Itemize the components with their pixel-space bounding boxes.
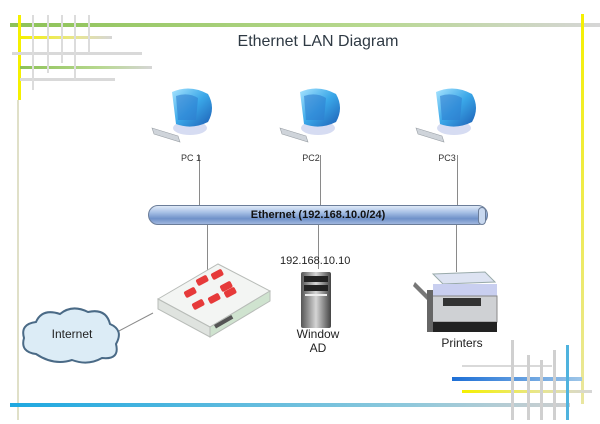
cloud-icon	[22, 307, 120, 364]
desktop-computer-icon	[279, 88, 340, 143]
server-ip-label: 192.168.10.10	[280, 255, 351, 267]
wire-firewall	[207, 224, 208, 270]
wire-printer	[456, 224, 457, 272]
pc3-label: PC3	[438, 153, 456, 163]
wire-pc2	[320, 155, 321, 206]
diagram-title: Ethernet LAN Diagram	[237, 33, 399, 50]
wire-pc1	[199, 155, 200, 206]
internet-label: Internet	[51, 327, 93, 341]
ethernet-bus[interactable]	[148, 205, 488, 225]
printer-label: Printers	[441, 336, 483, 350]
bus-end-cap	[478, 207, 486, 225]
pc1-label: PC 1	[180, 153, 201, 163]
desktop-computer-icon	[151, 88, 212, 143]
tower-server-icon	[301, 272, 331, 328]
ethernet-bus-label: Ethernet (192.168.10.0/24)	[250, 209, 386, 221]
wire-internet	[116, 312, 154, 333]
pc2-label: PC2	[302, 153, 320, 163]
desktop-computer-icon	[415, 88, 476, 143]
wire-pc3	[457, 155, 458, 206]
firewall-appliance-icon	[156, 263, 272, 338]
wire-server	[318, 224, 319, 269]
printer-icon	[413, 271, 498, 332]
server-label-line2: AD	[309, 341, 327, 355]
server-label-line1: Window	[296, 327, 340, 341]
